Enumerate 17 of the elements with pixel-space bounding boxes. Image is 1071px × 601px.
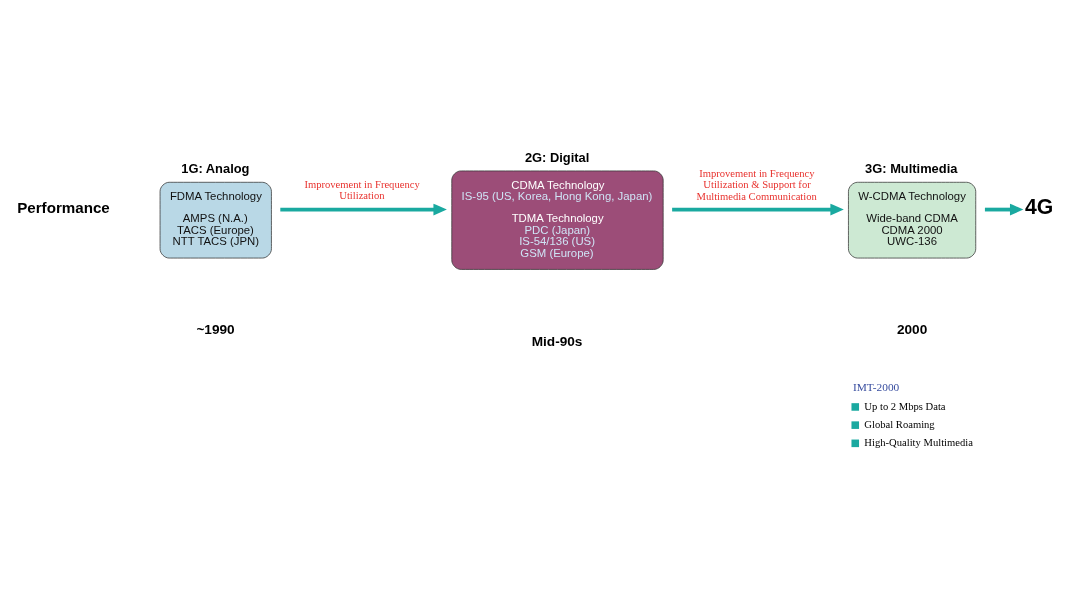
label: Mid-90s (531, 333, 583, 349)
label: Global Roaming (864, 418, 935, 430)
node-text: 4G (1024, 195, 1054, 219)
node-label: 2G: Digital (524, 149, 590, 165)
node-label: 1G: Analog (181, 160, 250, 176)
label: Performance (17, 198, 110, 216)
arrow (672, 203, 844, 216)
arrow (280, 203, 447, 216)
label: ~1990 (196, 322, 235, 338)
edge-label: Improvement in Frequency Utilization (304, 178, 420, 202)
label: IMT-2000 (852, 380, 900, 393)
edge-label: Improvement in Frequency Utilization & Support for Multimedia Communication (696, 167, 817, 202)
arrow (984, 203, 1024, 216)
label: Up to 2 Mbps Data (864, 400, 946, 412)
label: High-Quality Multimedia (864, 437, 973, 449)
node-label: 3G: Multimedia (865, 160, 958, 176)
label: 2000 (896, 322, 928, 338)
